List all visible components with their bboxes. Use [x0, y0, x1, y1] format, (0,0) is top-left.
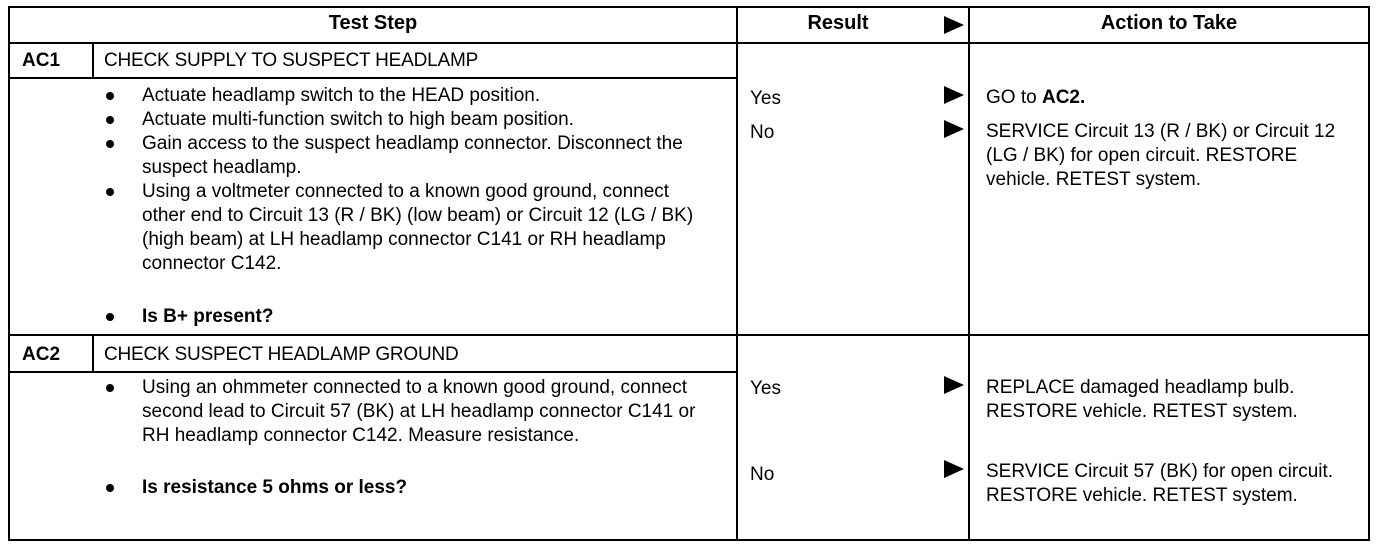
- header-action: Action to Take: [1100, 12, 1238, 34]
- ac2-result-yes: Yes: [750, 378, 781, 399]
- ac2-question: Is resistance 5 ohms or less?: [142, 477, 408, 498]
- arrow-icon: [944, 460, 964, 478]
- ac2-action-yes: REPLACE damaged headlamp bulb. RESTORE v…: [986, 377, 1298, 422]
- bullet-icon: [106, 188, 114, 196]
- result-column-left-border: [736, 6, 738, 541]
- bullet-icon: [106, 313, 114, 321]
- code-column-divider-ac2: [92, 334, 94, 372]
- ac1-step-2: Actuate multi-function switch to high be…: [142, 109, 574, 130]
- bullet-icon: [106, 92, 114, 100]
- arrow-icon: [944, 120, 964, 138]
- table-right-border: [1368, 6, 1370, 541]
- table-bottom-border: [8, 539, 1370, 541]
- bullet-icon: [106, 140, 114, 148]
- ac1-step-3: Gain access to the suspect headlamp conn…: [142, 133, 683, 178]
- bullet-icon: [106, 484, 114, 492]
- arrow-icon: [944, 86, 964, 104]
- ac1-question: Is B+ present?: [142, 306, 274, 327]
- ac1-step-4: Using a voltmeter connected to a known g…: [142, 181, 694, 274]
- ac1-result-no: No: [750, 122, 775, 143]
- ac1-title-bottom-border: [8, 77, 736, 79]
- action-text: GO to: [986, 87, 1042, 108]
- header-arrow-icon: [944, 16, 964, 34]
- header-bottom-border: [8, 42, 1370, 44]
- ac1-result-yes: Yes: [750, 88, 781, 109]
- ac1-bottom-border: [8, 334, 1370, 336]
- bullet-icon: [106, 116, 114, 124]
- ac1-step-1: Actuate headlamp switch to the HEAD posi…: [142, 85, 541, 106]
- ac2-action-no: SERVICE Circuit 57 (BK) for open circuit…: [986, 461, 1334, 506]
- step-code-ac1: AC1: [22, 50, 61, 71]
- code-column-divider-ac1: [92, 42, 94, 78]
- step-code-ac2: AC2: [22, 344, 61, 365]
- ac1-action-yes: GO to AC2.: [986, 86, 1362, 110]
- bullet-icon: [106, 384, 114, 392]
- ac2-step-1: Using an ohmmeter connected to a known g…: [142, 377, 696, 446]
- ac2-result-no: No: [750, 464, 775, 485]
- action-column-left-border: [968, 6, 970, 541]
- header-test-step: Test Step: [328, 12, 418, 34]
- header-result: Result: [807, 12, 869, 34]
- arrow-icon: [944, 376, 964, 394]
- table-top-border: [8, 6, 1370, 8]
- ac1-action-no: SERVICE Circuit 13 (R / BK) or Circuit 1…: [986, 121, 1336, 190]
- action-target-step: AC2.: [1041, 87, 1086, 108]
- table-left-border: [8, 6, 10, 541]
- step-title-ac2: CHECK SUSPECT HEADLAMP GROUND: [104, 344, 459, 365]
- ac2-title-bottom-border: [8, 371, 736, 373]
- step-title-ac1: CHECK SUPPLY TO SUSPECT HEADLAMP: [104, 50, 479, 71]
